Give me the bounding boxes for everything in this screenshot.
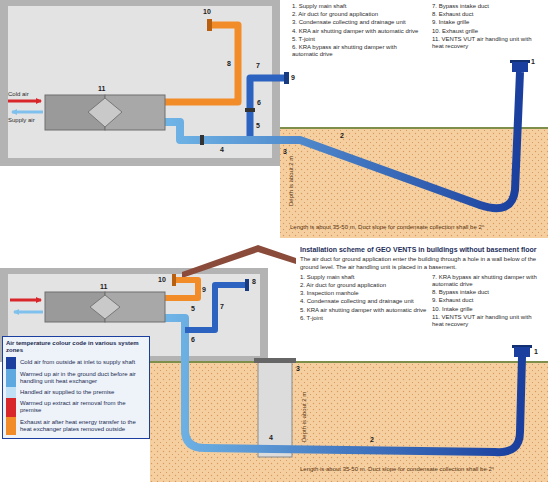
callout-number: 3 (296, 365, 300, 372)
ground-surface (150, 361, 548, 363)
legend-swatch (6, 398, 16, 416)
exhaust-duct (165, 25, 238, 102)
callout-number: 6 (257, 99, 261, 106)
list-item: 8. Bypass intake duct (432, 289, 544, 296)
exhaust-duct (165, 280, 198, 298)
callout-number: 10 (158, 276, 166, 283)
dimension-note: Depth is about 2 m (301, 392, 308, 442)
heading: Installation scheme of GEO VENTS in buil… (300, 246, 544, 254)
supply-shaft (512, 62, 528, 72)
ground (150, 362, 548, 482)
list-item: 11. VENTS VUT air handling unit with hea… (432, 36, 544, 50)
list-item: 4. KRA air shutting damper with automati… (292, 28, 424, 35)
air-arrow (14, 311, 43, 314)
list-item: 6. KRA bypass air shutting damper with a… (292, 44, 424, 58)
callout-number: 2 (370, 436, 374, 443)
dimension-note: Length is about 35-50 m. Duct slope for … (290, 224, 540, 231)
callout-number: 9 (202, 286, 206, 293)
exhaust-grille (172, 274, 176, 286)
legend-title: Air temperature colour code in various s… (6, 340, 146, 354)
ground-surface (280, 127, 548, 129)
callout-number: 11 (98, 85, 105, 92)
legend-item: Warmed up extract air removal from the p… (6, 398, 146, 416)
ground-duct (165, 318, 522, 452)
list-item: 5. T-joint (292, 36, 424, 43)
list-item: 7. Bypass intake duct (432, 3, 544, 10)
supply-shaft (514, 347, 530, 357)
dimension-note: Depth is about 2 m (288, 156, 295, 206)
legend-swatch (6, 369, 16, 387)
callout-number: 4 (220, 146, 224, 153)
list-item: 2. Air duct for ground application (292, 11, 424, 18)
dimension-note: Length is about 35-50 m. Duct slope for … (300, 466, 544, 473)
damper (200, 135, 204, 145)
list-item: 8. Exhaust duct (432, 11, 544, 18)
legend-text: Warmed up air in the ground duct before … (16, 369, 142, 387)
callout-number: 5 (256, 122, 260, 129)
callout-number: 5 (191, 305, 195, 312)
list-item: 10. Exhaust grille (432, 28, 544, 35)
callout-number: 4 (269, 434, 273, 441)
air-label: Cold air (8, 91, 29, 98)
legend-item: Cold air from outside at inlet to supply… (6, 357, 146, 368)
list-item: 3. Inspection manhole (300, 290, 428, 297)
legend-swatch (6, 417, 16, 435)
legend-item: Exhaust air after heat energy transfer t… (6, 417, 146, 435)
list-item: 3. Condensate collecting and drainage un… (292, 19, 424, 26)
list-item: 9. Exhaust duct (432, 297, 544, 304)
legend-text: Warmed up extract air removal from the p… (16, 398, 142, 416)
legend-text: Cold air from outside at inlet to supply… (16, 357, 142, 368)
legend-item: Warmed up air in the ground duct before … (6, 369, 146, 387)
bypass-duct (185, 285, 245, 330)
inspection-manhole (258, 362, 292, 457)
exhaust-grille (207, 19, 212, 31)
legend-swatch (6, 387, 16, 398)
list-item: 1. Supply main shaft (292, 3, 424, 10)
building-interior (8, 6, 272, 158)
air-arrow (12, 111, 43, 114)
callout-number: 9 (291, 74, 295, 81)
bypass-damper (245, 108, 255, 112)
callout-number: 3 (283, 148, 287, 155)
legend-text: Exhaust air after heat energy transfer t… (16, 417, 142, 435)
intake-grille (245, 279, 249, 291)
subtitle: The air duct for ground application ente… (300, 256, 544, 270)
list-item: 10. Intake grille (432, 306, 544, 313)
air-arrow (8, 100, 41, 103)
list-item: 4. Condensate collecting and drainage un… (300, 298, 428, 305)
list-item: 7. KRA bypass air shutting damper with a… (432, 274, 544, 288)
legend-panel: Air temperature colour code in various s… (2, 336, 150, 439)
callout-number: 1 (534, 348, 538, 355)
list-item: 11. VENTS VUT air handling unit with hea… (432, 314, 544, 328)
list-item: 9. Intake grille (432, 19, 544, 26)
legend-text: Handled air supplied to the premise (16, 387, 142, 398)
callout-number: 11 (100, 283, 107, 290)
heat-exchanger (88, 98, 122, 127)
intake-grille (284, 72, 289, 84)
ground-duct (165, 72, 520, 208)
callout-number: 7 (220, 303, 224, 310)
legend-swatch (6, 357, 16, 368)
callout-number: 1 (531, 58, 535, 65)
callout-number: 8 (227, 60, 231, 67)
legend-item: Handled air supplied to the premise (6, 387, 146, 398)
list-item: 1. Supply main shaft (300, 274, 428, 281)
roof (182, 245, 296, 278)
list-item: 6. T-joint (300, 315, 428, 322)
callout-number: 2 (340, 132, 344, 139)
callout-number: 10 (203, 8, 211, 15)
air-label: Supply air (8, 117, 35, 124)
callout-number: 6 (191, 336, 195, 343)
air-arrow (10, 299, 41, 302)
heat-exchanger (90, 295, 120, 319)
manhole-lid (254, 358, 296, 363)
bypass-duct (250, 78, 284, 140)
callout-number: 8 (252, 278, 256, 285)
list-item: 2. Air duct for ground application (300, 282, 428, 289)
callout-number: 7 (256, 62, 260, 69)
list-item: 5. KRA air shutting damper with automati… (300, 307, 428, 314)
